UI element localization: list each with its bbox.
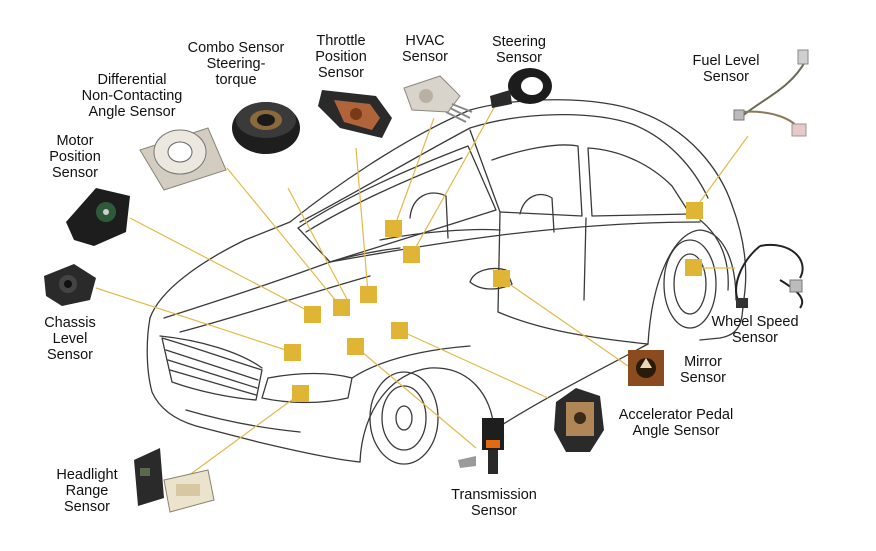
label-throttle-sensor: Throttle Position Sensor [315, 33, 367, 81]
label-steering-sensor: Steering Sensor [491, 34, 546, 66]
angle-sensor-icon [139, 127, 227, 191]
marker-squares [284, 202, 703, 402]
marker-motor [304, 306, 321, 323]
marker-chassis [284, 344, 301, 361]
car-outline [146, 99, 747, 465]
hvac-sensor-icon [403, 75, 473, 123]
wheel-speed-sensor-icon [735, 243, 804, 309]
marker-wheel [685, 259, 702, 276]
label-combo-sensor: Combo Sensor Steering- torque [187, 40, 285, 88]
label-mirror-sensor: Mirror Sensor [680, 354, 726, 386]
label-differential-sensor: Differential Non-Contacting Angle Sensor [81, 72, 183, 120]
label-hvac-sensor: HVAC Sensor [402, 33, 448, 65]
steering-sensor-icon [490, 68, 552, 108]
accelerator-sensor-icon [554, 388, 604, 452]
marker-headlight [292, 385, 309, 402]
marker-steering [403, 246, 420, 263]
marker-accelerator [391, 322, 408, 339]
connector-lines [95, 105, 749, 477]
mirror-sensor-icon [628, 350, 664, 386]
combo-sensor-icon [232, 102, 300, 154]
marker-throttle [360, 286, 377, 303]
chassis-sensor-icon [44, 264, 96, 306]
label-headlight-sensor: Headlight Range Sensor [56, 467, 118, 515]
motor-sensor-icon [66, 188, 130, 246]
label-transmission-sensor: Transmission Sensor [451, 487, 537, 519]
label-chassis-sensor: Chassis Level Sensor [44, 315, 96, 363]
marker-mirror [493, 270, 510, 287]
label-accelerator-sensor: Accelerator Pedal Angle Sensor [618, 407, 734, 439]
fuel-level-sensor-icon [733, 49, 809, 137]
label-wheel-speed-sensor: Wheel Speed Sensor [711, 314, 799, 346]
marker-combo [333, 299, 350, 316]
label-fuel-level-sensor: Fuel Level Sensor [692, 53, 760, 85]
marker-hvac [385, 220, 402, 237]
label-motor-sensor: Motor Position Sensor [49, 133, 101, 181]
marker-fuel [686, 202, 703, 219]
headlight-sensor-icon [134, 448, 215, 513]
throttle-sensor-icon [318, 90, 392, 138]
transmission-sensor-icon [458, 418, 504, 474]
marker-transmission [347, 338, 364, 355]
